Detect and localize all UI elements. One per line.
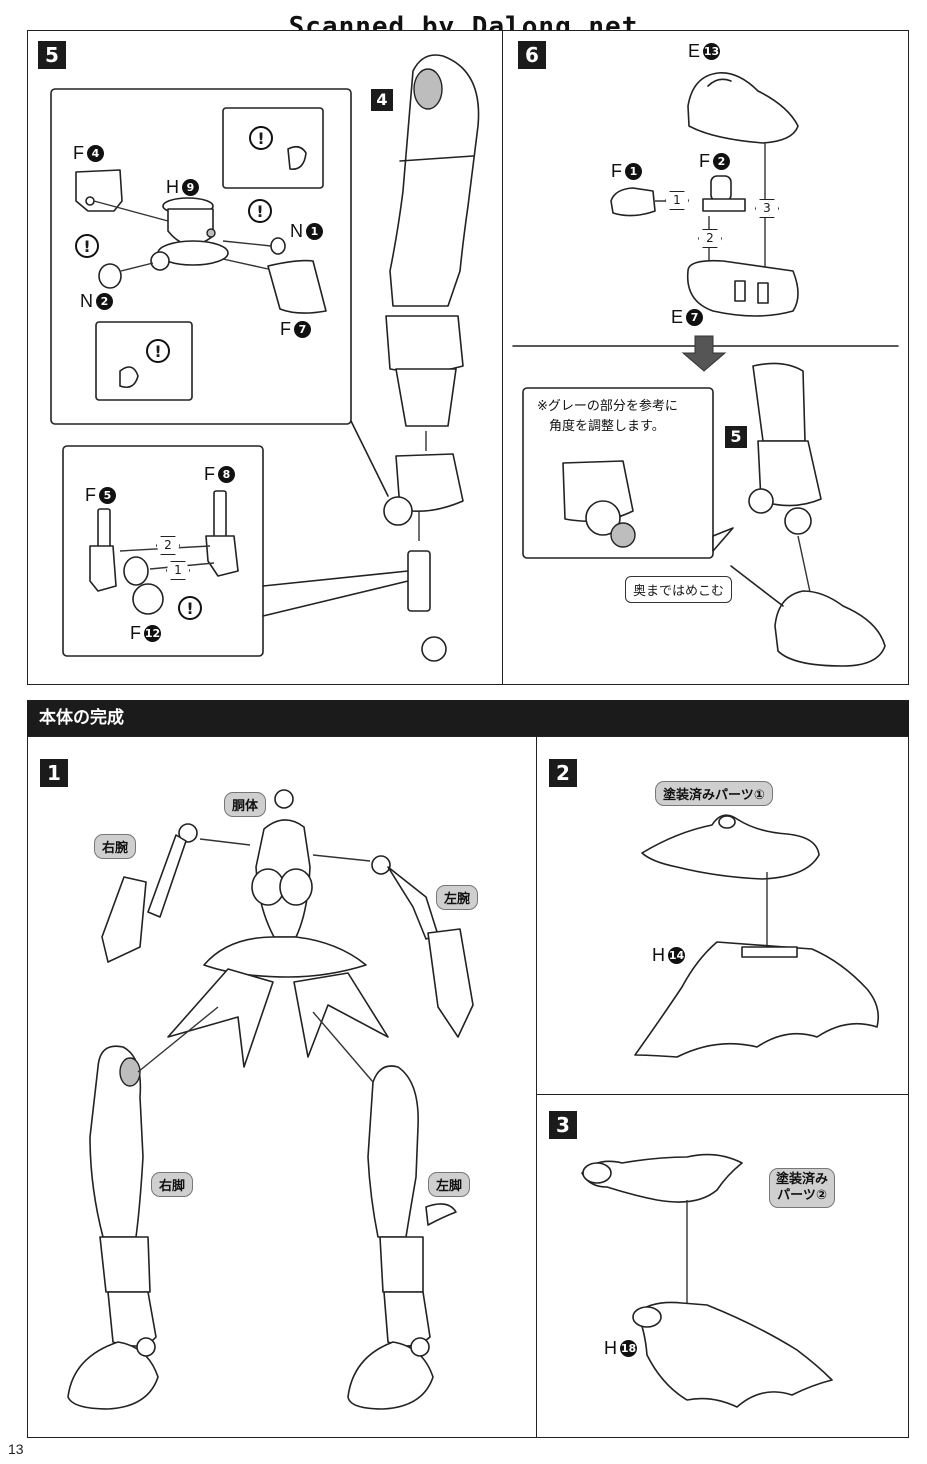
press-in-callout: 奥まではめこむ xyxy=(625,576,733,603)
step5-panel: 5 4 xyxy=(27,30,503,685)
order-badge: 2 xyxy=(698,229,722,248)
label-torso: 胴体 xyxy=(224,792,267,817)
note-line-2: 角度を調整します。 xyxy=(549,419,665,434)
exclamation-icon: ! xyxy=(178,596,202,620)
exclamation-icon: ! xyxy=(146,339,170,363)
page-number: 13 xyxy=(8,1441,24,1457)
step5-substep-number: 4 xyxy=(371,89,393,111)
note-line-1: ※グレーの部分を参考に xyxy=(537,399,678,414)
assembly2-number: 2 xyxy=(549,759,577,787)
label-right-arm: 右腕 xyxy=(94,834,137,859)
step5-number: 5 xyxy=(38,41,66,69)
assembly3-number: 3 xyxy=(549,1111,577,1139)
adjust-angle-note: ※グレーの部分を参考に 角度を調整します。 xyxy=(537,397,678,437)
label-left-arm: 左腕 xyxy=(436,885,479,910)
painted-part-2-line-2: パーツ② xyxy=(777,1188,827,1203)
order-badge: 1 xyxy=(665,191,689,210)
order-badge: 2 xyxy=(156,536,180,555)
assembly1-number: 1 xyxy=(40,759,68,787)
assembly3-drawing xyxy=(581,1153,833,1408)
exclamation-icon: ! xyxy=(248,199,272,223)
assembly2-drawing xyxy=(634,814,880,1058)
section-title: 本体の完成 xyxy=(27,700,909,736)
exclamation-icon: ! xyxy=(75,234,99,258)
step5-detail-box-top xyxy=(50,54,480,662)
order-badge: 3 xyxy=(755,199,779,218)
label-left-leg: 左脚 xyxy=(428,1172,471,1197)
label-painted-part-1: 塗装済みパーツ① xyxy=(655,781,773,806)
order-badge: 1 xyxy=(166,561,190,580)
label-painted-part-2: 塗装済み パーツ② xyxy=(769,1168,836,1208)
assembly1-drawing xyxy=(67,789,474,1410)
assembly1-panel: 1 胴体 右腕 左腕 xyxy=(27,736,537,1438)
painted-part-2-line-1: 塗装済み xyxy=(776,1172,829,1187)
label-right-leg: 右脚 xyxy=(151,1172,194,1197)
step6-number: 6 xyxy=(518,41,546,69)
step6-drawing xyxy=(512,72,899,667)
exclamation-icon: ! xyxy=(249,126,273,150)
step6-substep-number: 5 xyxy=(725,426,747,448)
